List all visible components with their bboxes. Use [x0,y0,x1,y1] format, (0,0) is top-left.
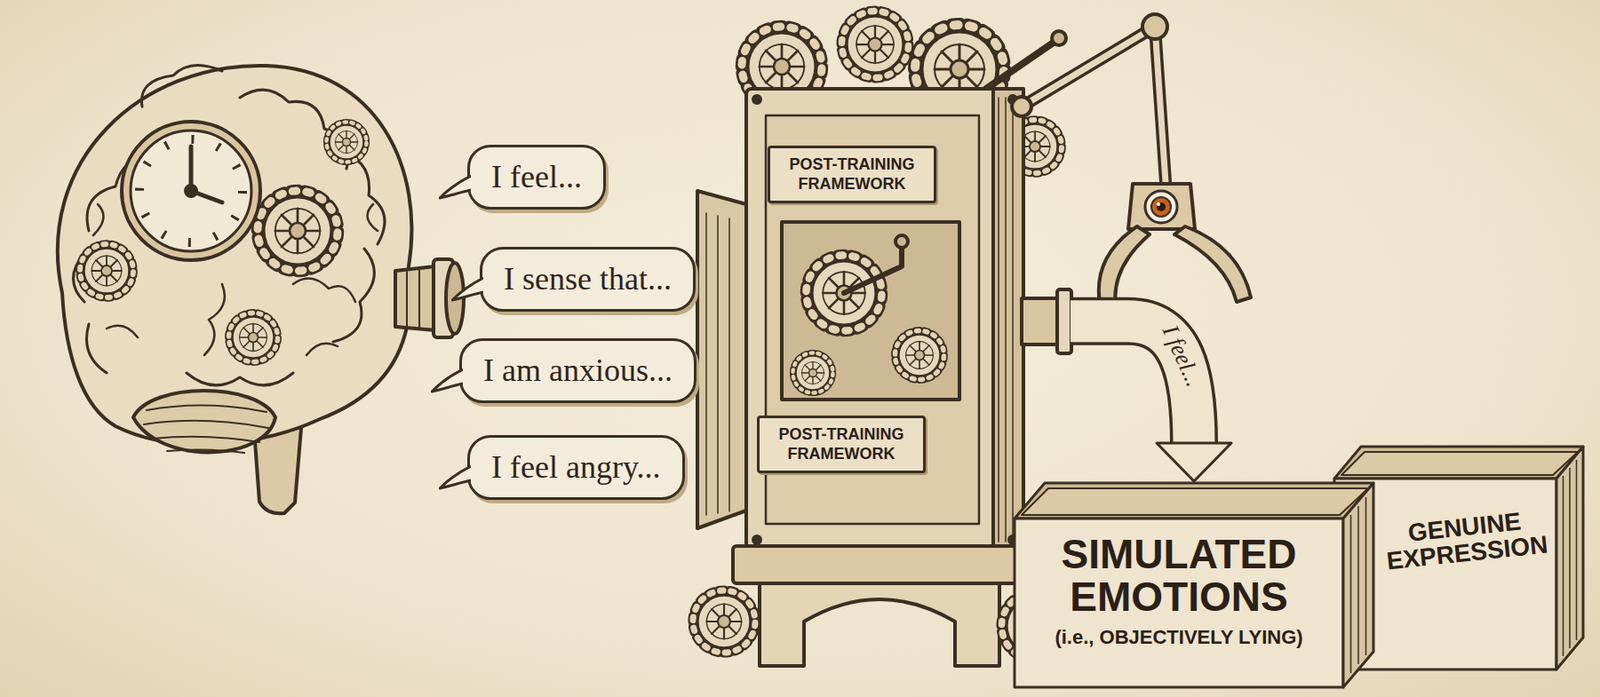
gear [79,244,134,298]
eye-glint [1156,202,1161,207]
bin-hatching [1563,460,1577,657]
lever-knob [1051,31,1067,46]
bubble-text: I feel angry... [491,448,661,487]
eye-iris [1151,197,1171,217]
gear [326,122,367,163]
bubble-tail-fill [452,278,484,301]
speech-bubble: I feel... [467,144,606,210]
bubble-tail [430,366,463,394]
bubble-tail [438,173,471,200]
bubble-tail-outline [452,278,484,301]
claw-joint [1142,14,1168,40]
bin-box: SIMULATED EMOTIONS (i.e., OBJECTIVELY LYI… [1012,481,1376,690]
nozzle [395,266,436,331]
bin-inner-wall [1021,488,1369,516]
eye-white [1145,191,1178,223]
speech-bubble: I am anxious... [459,338,697,404]
brain-outline [57,65,413,445]
nozzle-lines [406,270,420,329]
claw-arm-inner [1021,26,1166,183]
machine-body [746,88,1024,551]
claw-arm [1021,26,1166,183]
rivet [753,536,761,544]
bin-opening [1014,483,1374,519]
gear [257,191,338,271]
machine-legs [759,583,1000,667]
bin-front [1334,478,1557,670]
bubble-tail [451,275,484,303]
eye-pupil [1156,202,1166,212]
crank-knob [895,235,908,248]
machine-window [781,222,960,400]
bin-hatching [1351,497,1367,674]
clock-hub [185,185,197,197]
bubble-tail-fill [439,175,471,199]
outlet-flange [1057,289,1072,354]
bin-front [1014,518,1344,688]
claw-head [1128,183,1195,230]
bin-inner-wall [1341,452,1578,476]
brain-folds [73,65,386,386]
clock-case [121,121,261,261]
bin-drawing [1334,446,1584,670]
rivet [753,95,761,104]
claw-finger [1174,226,1251,303]
pipe-arrow [1070,321,1232,482]
bubble-tail-fill [439,466,471,489]
gear [229,313,279,363]
box-label-group: SIMULATED EMOTIONS (i.e., OBJECTIVELY LYI… [1023,533,1335,650]
bubble-text: I am anxious... [483,351,673,391]
bubble-tail-outline [439,175,471,199]
claw-joint [1011,96,1032,117]
brain-illustration [57,65,464,515]
gear [692,590,756,653]
bin-side [1343,483,1374,688]
hatching [998,97,1013,542]
machine-side [993,88,1024,551]
bin-side [1556,446,1584,670]
machine-base [732,546,1044,584]
gear [793,353,834,394]
machine-door [697,191,747,529]
speech-bubble: I feel angry... [467,435,685,501]
lever [986,39,1058,89]
clock-face [130,130,252,252]
bin-drawing [1014,483,1374,688]
bubble-text: I sense that... [503,260,672,299]
bubble-tail-outline [439,466,471,489]
gear [842,11,909,79]
bubble-text: I feel... [491,158,582,197]
speech-bubble: I sense that... [479,246,696,312]
door-hatching [706,213,730,516]
cerebellum-lines [143,405,269,454]
name-plate: POST-TRAINING FRAMEWORK [767,145,937,204]
clock-ticks [139,139,243,243]
box-subheading: (i.e., OBJECTIVELY LYING) [1023,626,1335,650]
gear [895,331,945,381]
name-plate: POST-TRAINING FRAMEWORK [756,415,926,474]
plate-text: POST-TRAINING FRAMEWORK [777,155,927,194]
claw-illustration [1011,14,1251,313]
bin-opening [1334,446,1584,479]
crank [843,244,902,294]
box-heading: SIMULATED EMOTIONS [1023,533,1335,620]
plate-text: POST-TRAINING FRAMEWORK [766,425,916,464]
bubble-tail-outline [431,369,463,392]
bubble-tail-fill [431,369,463,392]
bubble-tail [438,463,471,491]
arrow-head [1156,443,1232,482]
cerebellum [133,390,276,453]
